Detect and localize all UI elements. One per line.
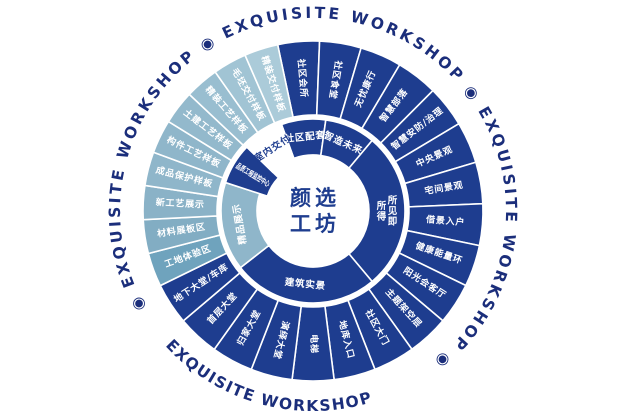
- inner-segment-label: 社区配套: [283, 129, 326, 145]
- center-title-line: 颜选: [290, 186, 340, 210]
- inner-segment-label: 建筑实景: [283, 276, 326, 292]
- outer-segment-label: 借景入户: [425, 213, 466, 228]
- wheel-segments-layer: 社区会所社区食堂无忧康行智慧部落智慧安防/治理中央景观宅间景观借景入户健康能量环…: [142, 40, 484, 382]
- outer-segment: [243, 43, 294, 125]
- outer-segment-label: 社区会所: [295, 57, 310, 98]
- inner-segment-label: 所得: [376, 199, 387, 222]
- inner-segment: [347, 139, 406, 283]
- outer-segment-label: 新工艺展示: [155, 196, 205, 210]
- center-title-line: 工坊: [290, 212, 340, 236]
- inner-segment: [245, 123, 295, 174]
- inner-segment-label: 所见即: [388, 194, 398, 227]
- center-circle: [265, 163, 361, 259]
- outer-segment-label: 电梯: [308, 334, 320, 354]
